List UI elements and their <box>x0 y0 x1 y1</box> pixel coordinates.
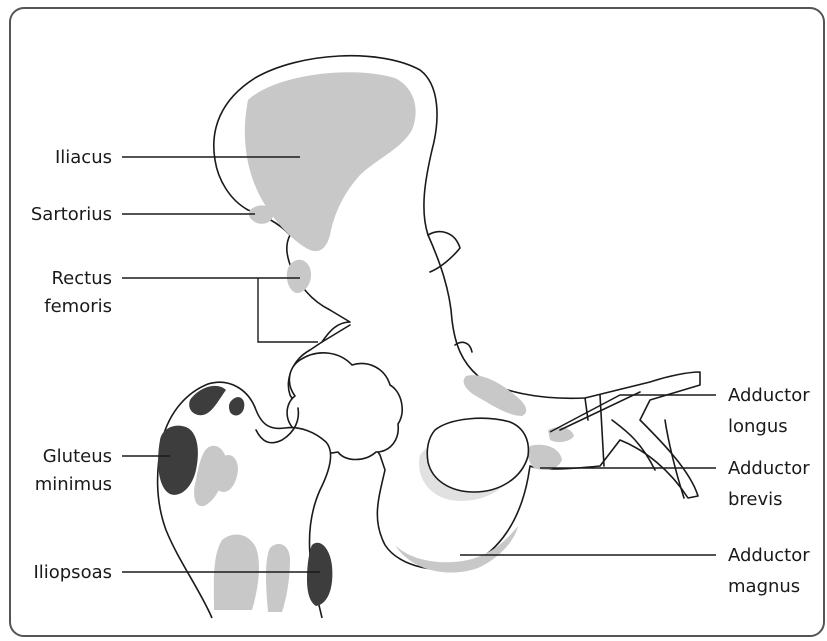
label-adductor-magnus-line1: Adductor <box>728 545 810 566</box>
label-rectus-femoris-line2: femoris <box>44 296 112 317</box>
label-adductor-magnus-line2: magnus <box>728 576 800 597</box>
label-sartorius: Sartorius <box>31 204 112 225</box>
label-gluteus-minimus-line2: minimus <box>35 474 112 495</box>
label-iliacus: Iliacus <box>55 147 112 168</box>
label-gluteus-minimus-line1: Gluteus <box>43 446 112 467</box>
label-adductor-longus-line2: longus <box>728 416 788 437</box>
label-adductor-brevis-line1: Adductor <box>728 458 810 479</box>
label-rectus-femoris-line1: Rectus <box>51 268 112 289</box>
label-adductor-brevis-line2: brevis <box>728 489 783 510</box>
label-iliopsoas: Iliopsoas <box>33 562 112 583</box>
label-adductor-longus-line1: Adductor <box>728 385 810 406</box>
